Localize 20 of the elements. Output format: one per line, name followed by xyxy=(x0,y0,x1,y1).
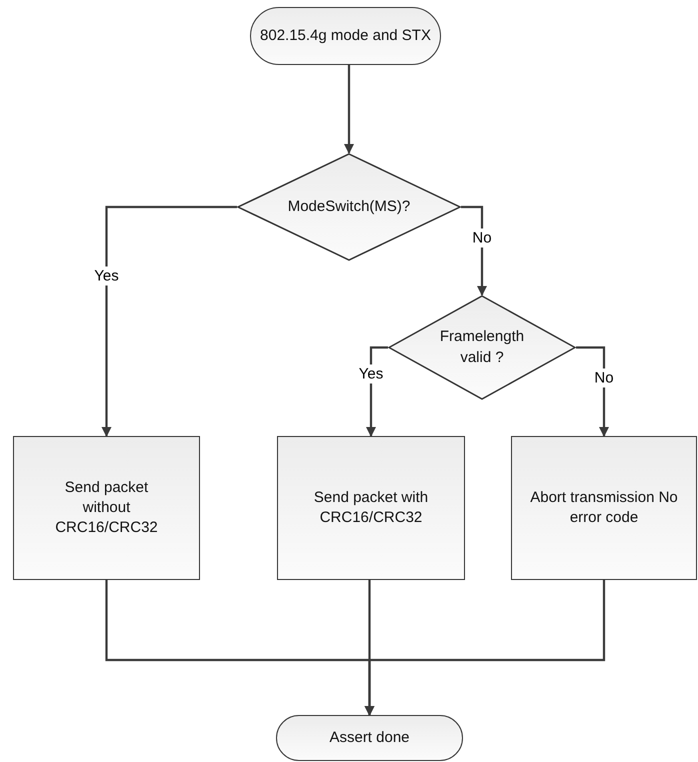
node-label: 802.15.4g mode and STX xyxy=(260,26,431,46)
edge-label: Yes xyxy=(92,266,121,286)
node-label: Framelength valid ? xyxy=(438,327,526,368)
process-box xyxy=(13,436,200,580)
arrow xyxy=(461,206,487,296)
node-label: Assert done xyxy=(329,728,410,748)
terminal-shape xyxy=(276,715,463,761)
arrow xyxy=(364,580,606,716)
node-label: Send packet with CRC16/CRC32 xyxy=(312,488,430,528)
node-label: Abort transmission No error code xyxy=(529,488,679,528)
process-box xyxy=(511,436,697,580)
arrow xyxy=(102,206,237,437)
decision-diamond xyxy=(237,153,461,261)
decision-diamond xyxy=(388,295,576,400)
node-label: Send packet without CRC16/CRC32 xyxy=(54,478,159,538)
process-box xyxy=(277,436,465,580)
arrow xyxy=(576,346,609,437)
edge-label: Yes xyxy=(356,364,386,384)
arrow xyxy=(344,65,354,154)
node-label: ModeSwitch(MS)? xyxy=(288,196,410,217)
